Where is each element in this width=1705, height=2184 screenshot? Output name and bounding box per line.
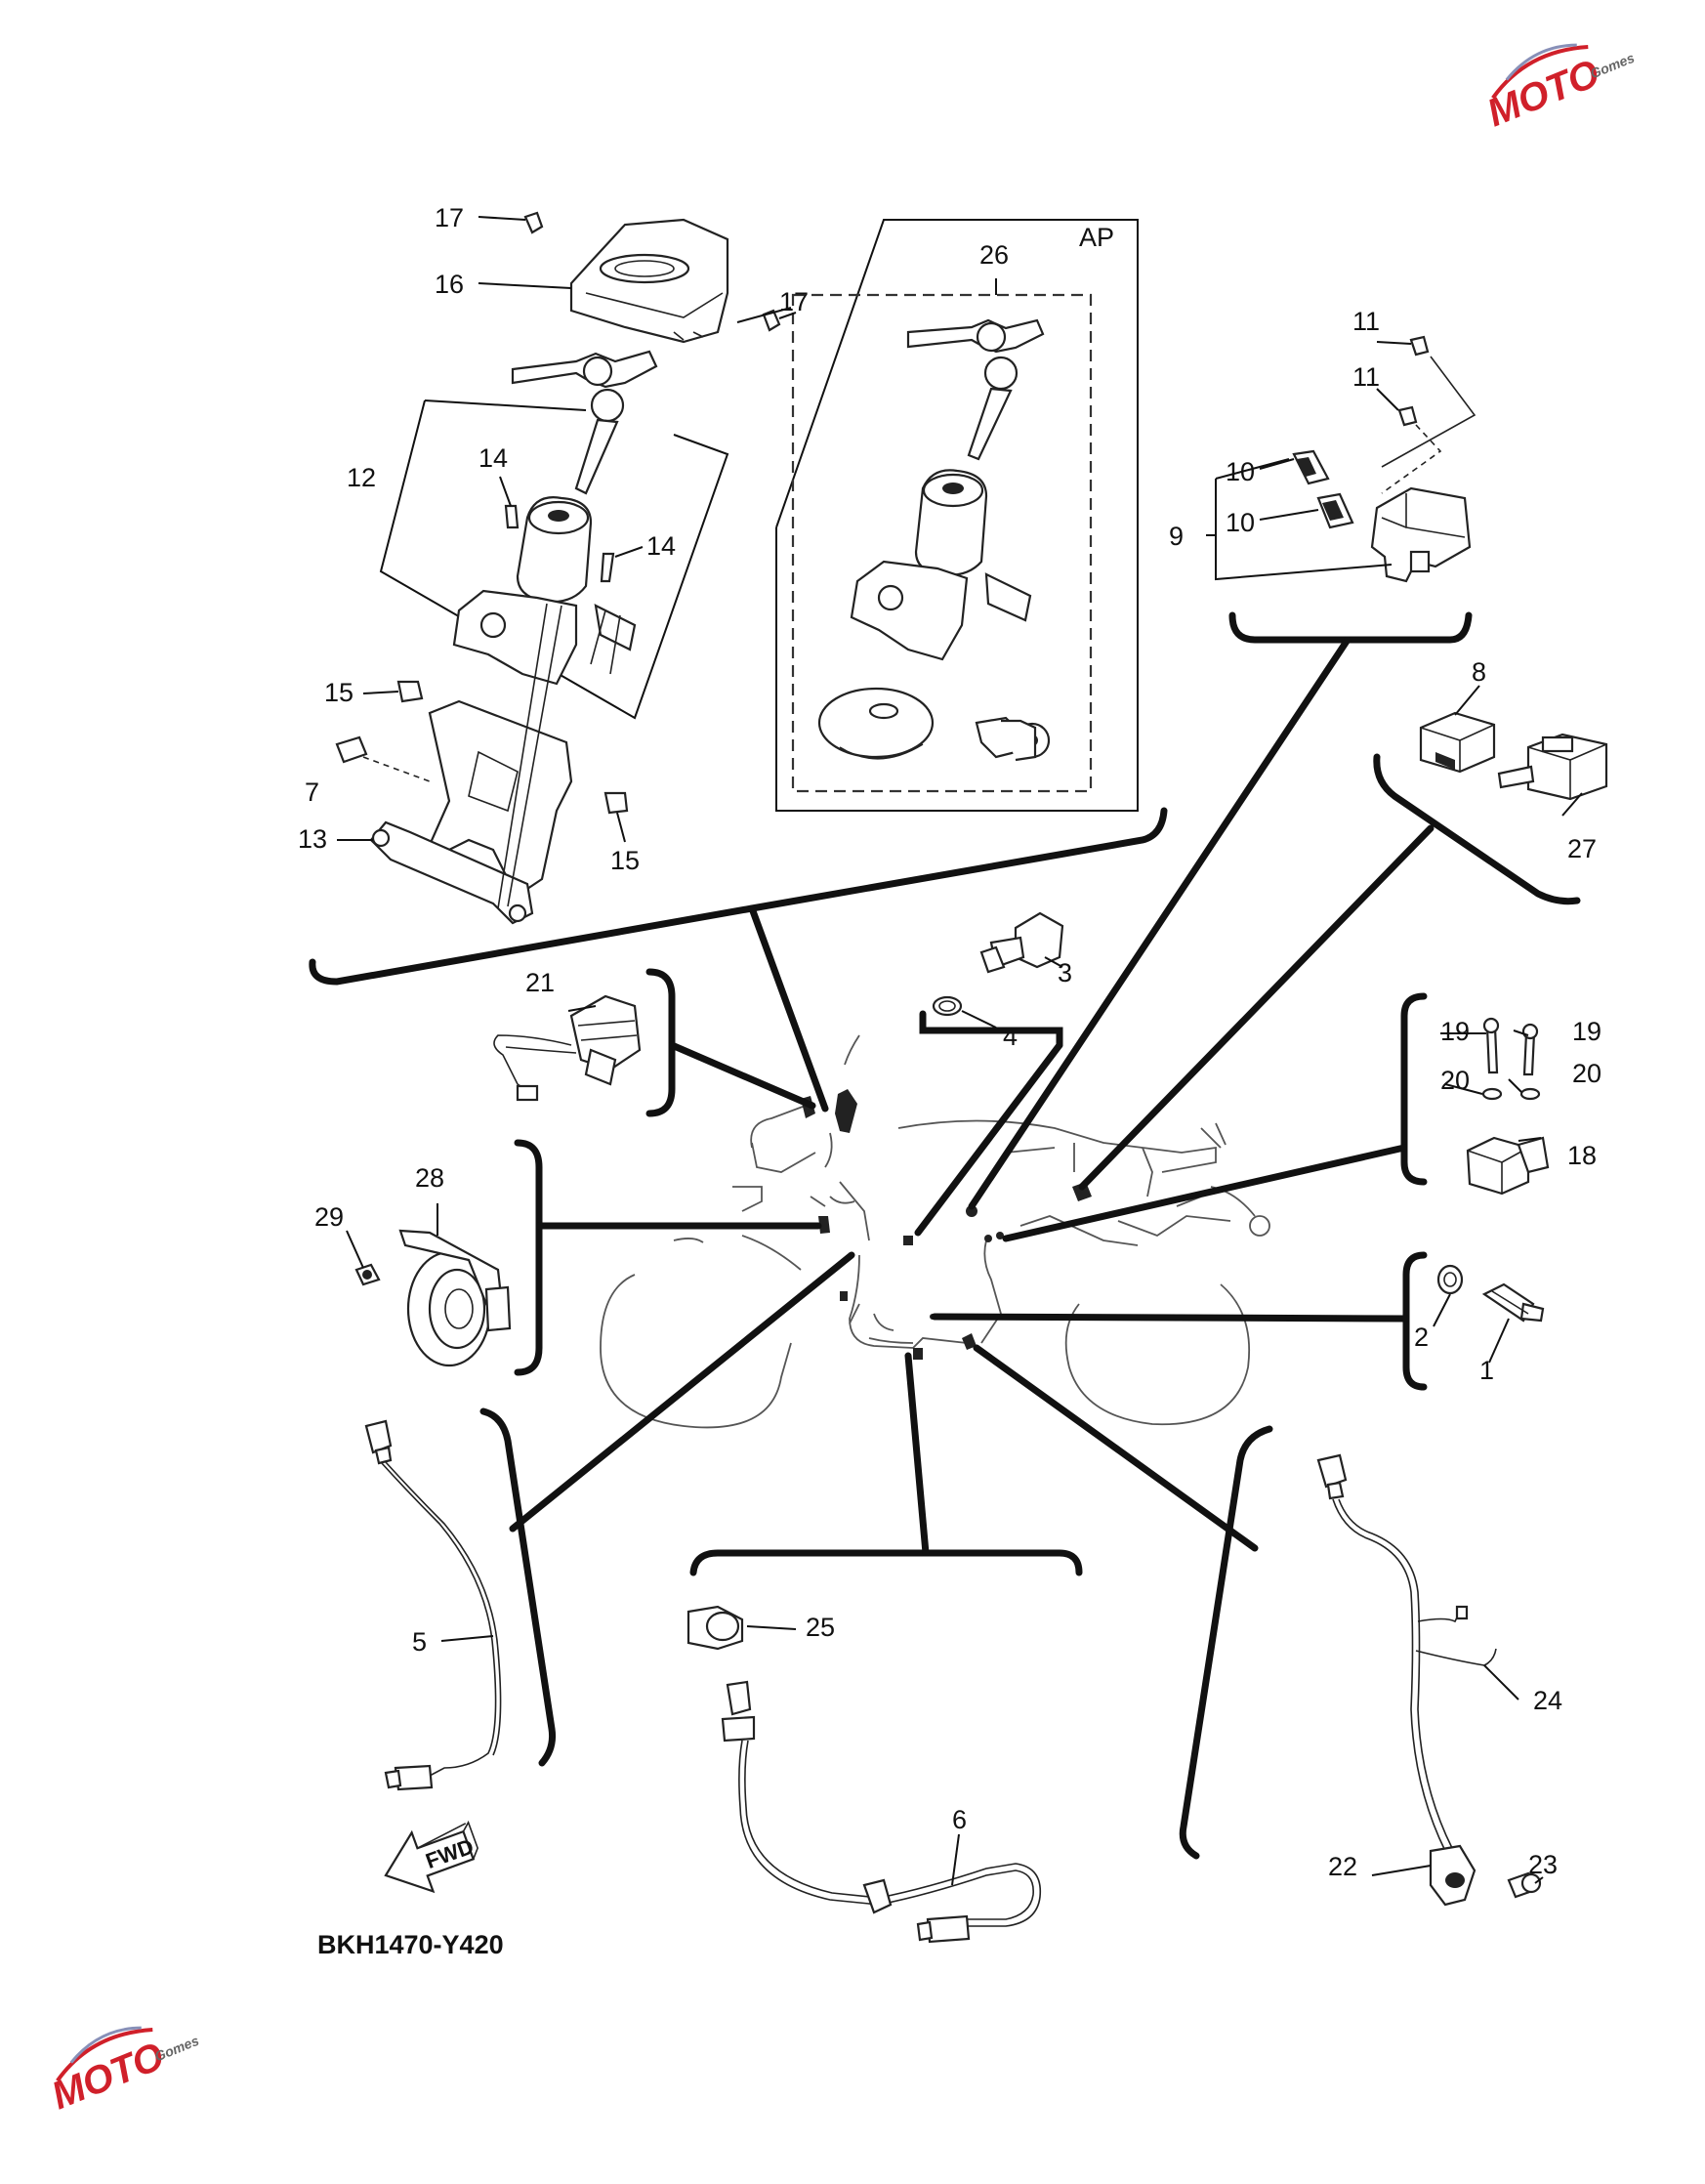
label-part-20b: 20 [1572,1059,1601,1088]
sensor-3-4 [932,911,1064,1017]
label-part-15b: 15 [610,846,640,875]
group-bracket-6 [689,1549,1083,1576]
group-bracket-8-27 [1373,753,1581,905]
sensor-22-24 [1316,1453,1542,1907]
watermark-bottom-left: MOTO Gomes [46,2026,201,2118]
label-part-3: 3 [1058,958,1072,987]
label-part-26: 26 [979,240,1009,270]
label-part-5: 5 [412,1627,427,1657]
label-part-17a: 17 [435,203,464,232]
label-part-14a: 14 [478,443,508,473]
watermark-subtext: Gomes [152,2033,201,2065]
watermark-top-right: MOTO Gomes [1481,43,1637,135]
watermark-text: MOTO [46,2035,170,2118]
group-bracket-21 [645,968,676,1117]
label-part-9: 9 [1169,522,1184,551]
label-part-2: 2 [1414,1323,1429,1352]
label-part-12: 12 [347,463,376,492]
label-part-14b: 14 [646,531,676,561]
label-part-19a: 19 [1440,1017,1470,1046]
ap-label: AP [1079,223,1114,252]
leader-lines [337,216,1583,1886]
switch-18-group [1466,1017,1550,1196]
fwd-arrow: FWD [384,1820,478,1894]
horn-28-group [354,1229,512,1367]
label-part-10a: 10 [1226,457,1255,486]
group-bracket-1-2 [1402,1251,1428,1391]
label-part-27: 27 [1567,834,1597,863]
watermark-subtext: Gomes [1588,50,1637,82]
label-part-11b: 11 [1352,362,1380,392]
label-part-11a: 11 [1352,307,1380,336]
switch-1-2 [1436,1264,1545,1323]
group-bracket-5 [479,1407,556,1767]
label-part-13: 13 [298,824,327,854]
part-labels: 1 2 3 4 5 6 7 8 9 10 10 11 11 12 13 14 1… [298,203,1601,1881]
label-part-18: 18 [1567,1141,1597,1170]
sensor-6-25 [686,1605,1042,1944]
label-part-29: 29 [314,1202,344,1232]
label-part-19b: 19 [1572,1017,1601,1046]
motorcycle-silhouette [600,1034,1270,1429]
group-bracket-22 [1179,1425,1273,1860]
group-bracket-18 [1400,992,1428,1186]
connector-lines [509,636,1435,1557]
label-part-28: 28 [415,1163,444,1193]
sensor-5 [364,1419,502,1791]
main-switch-group [335,211,781,925]
label-part-10b: 10 [1226,508,1255,537]
relay-group [1206,335,1476,583]
group-bracket-sensor [919,1010,1063,1049]
label-part-16: 16 [435,270,464,299]
label-part-21: 21 [525,968,555,997]
label-part-22: 22 [1328,1852,1357,1881]
label-part-17b: 17 [779,287,809,316]
diagram-code: BKH1470-Y420 [317,1930,504,1959]
label-part-6: 6 [952,1805,967,1834]
label-part-8: 8 [1472,657,1486,687]
watermark-text: MOTO [1481,52,1605,135]
ap-box: AP [775,219,1139,812]
sensor-21-group [493,994,642,1102]
label-part-7: 7 [305,777,319,807]
label-part-15a: 15 [324,678,353,707]
group-bracket-relay [1228,611,1473,644]
label-part-1: 1 [1479,1356,1494,1385]
label-part-4: 4 [1003,1022,1018,1051]
group-bracket-28 [514,1139,543,1376]
label-part-25: 25 [806,1613,835,1642]
relay-8-27-group [1419,711,1608,801]
label-part-20a: 20 [1440,1066,1470,1095]
label-part-24: 24 [1533,1686,1562,1715]
label-part-23: 23 [1528,1850,1558,1879]
